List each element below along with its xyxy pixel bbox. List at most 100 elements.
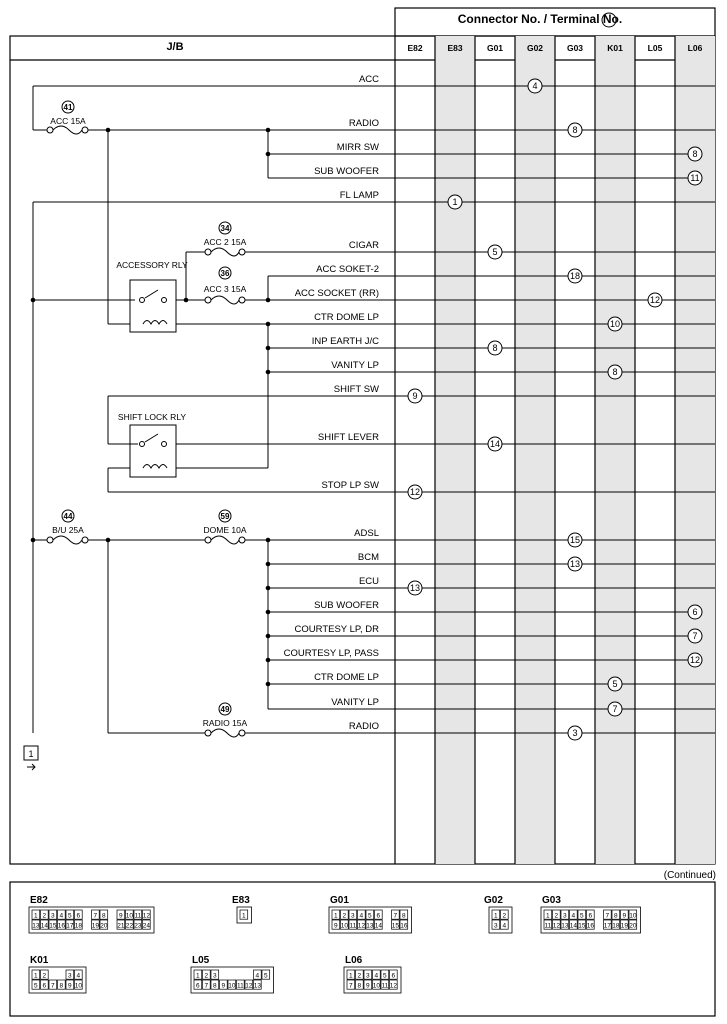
pin-number: 10	[126, 912, 134, 919]
pin-cell	[611, 909, 621, 920]
terminal-number: 13	[570, 559, 580, 569]
terminal-marker	[687, 146, 703, 162]
pin-cell	[99, 909, 109, 920]
terminal-number: 1	[452, 197, 457, 207]
terminal-marker	[687, 170, 703, 186]
pin-number: 23	[134, 922, 142, 929]
circuit-label: INP EARTH J/C	[312, 336, 379, 347]
circuit-label: COURTESY LP, DR	[295, 624, 380, 635]
pin-number: 4	[256, 972, 260, 979]
terminal-number: 3	[572, 728, 577, 738]
pin-cell	[116, 919, 126, 930]
fuse-36-num: 36	[221, 269, 230, 278]
terminal-number: 13	[410, 583, 420, 593]
pin-cell	[99, 919, 109, 930]
pin-cell	[603, 909, 612, 920]
connector-id: E83	[232, 895, 250, 906]
pin-number: 10	[75, 982, 83, 989]
terminal-marker	[567, 122, 583, 138]
terminal-marker	[487, 436, 503, 452]
pin-cell	[253, 969, 262, 980]
pin-number: 16	[58, 922, 66, 929]
pin-number: 13	[254, 982, 262, 989]
connector-header-title: Connector No. / Terminal No.	[458, 12, 622, 26]
pin-cell	[389, 979, 398, 990]
pin-cell	[65, 909, 75, 920]
fuse-59-num: 59	[221, 512, 230, 521]
pin-cell	[142, 919, 151, 930]
pin-number: 8	[402, 912, 406, 919]
pin-cell	[543, 919, 553, 930]
pin-cell	[577, 909, 587, 920]
pin-number: 7	[394, 912, 398, 919]
column-shade	[435, 36, 475, 864]
terminal-number: 9	[412, 391, 417, 401]
pin-number: 9	[222, 982, 226, 989]
pin-number: 14	[570, 922, 578, 929]
pin-number: 1	[242, 912, 246, 919]
pin-cell	[569, 909, 578, 920]
pin-number: 4	[77, 972, 81, 979]
pin-number: 3	[494, 922, 498, 929]
terminal-number: 14	[490, 439, 500, 449]
pin-cell	[31, 919, 41, 930]
pin-number: 12	[358, 922, 366, 929]
circuit-label: RADIO	[349, 118, 379, 129]
terminal-marker	[447, 194, 463, 210]
pin-number: 2	[205, 972, 209, 979]
pin-number: 15	[578, 922, 586, 929]
pin-cell	[202, 979, 211, 990]
terminal-number: 12	[410, 487, 420, 497]
pin-cell	[389, 969, 398, 980]
pin-cell	[239, 909, 249, 920]
pin-number: 17	[66, 922, 74, 929]
connector-id: L05	[192, 955, 210, 966]
column-header-k01: K01	[607, 43, 623, 53]
pin-number: 19	[621, 922, 629, 929]
pin-number: 5	[34, 982, 38, 989]
connector-id: G01	[330, 895, 349, 906]
pin-cell	[142, 909, 151, 920]
pin-cell	[340, 909, 349, 920]
pin-cell	[586, 919, 595, 930]
terminal-marker	[567, 268, 583, 284]
pin-cell	[244, 979, 254, 990]
pin-number: 4	[375, 972, 379, 979]
circuit-label: SHIFT SW	[334, 384, 379, 395]
pin-number: 1	[334, 912, 338, 919]
page-ref-box	[23, 745, 39, 761]
terminal-number: 5	[612, 679, 617, 689]
pin-number: 8	[614, 912, 618, 919]
circuit-label: ACC	[359, 74, 379, 85]
column-shade	[595, 36, 635, 864]
pin-cell	[611, 919, 621, 930]
pin-number: 14	[375, 922, 383, 929]
pin-number: 6	[77, 912, 81, 919]
pin-number: 6	[196, 982, 200, 989]
pin-number: 2	[43, 972, 47, 979]
terminal-marker	[487, 340, 503, 356]
circuit-label: COURTESY LP, PASS	[284, 648, 379, 659]
circuit-label: VANITY LP	[331, 697, 379, 708]
pin-cell	[331, 909, 341, 920]
terminal-number: 8	[572, 125, 577, 135]
terminal-marker	[567, 725, 583, 741]
pin-number: 20	[100, 922, 108, 929]
pin-cell	[374, 919, 383, 930]
terminal-number: 12	[650, 295, 660, 305]
pin-cell	[116, 909, 126, 920]
pin-number: 14	[41, 922, 49, 929]
circuit-label: RADIO	[349, 721, 379, 732]
pin-number: 16	[400, 922, 408, 929]
pin-number: 4	[360, 912, 364, 919]
column-header-g01: G01	[487, 43, 503, 53]
pin-cell	[491, 919, 501, 930]
connector-id: E82	[30, 895, 48, 906]
pin-cell	[40, 909, 49, 920]
pin-cell	[65, 919, 75, 930]
pin-cell	[48, 979, 58, 990]
pin-number: 7	[51, 982, 55, 989]
